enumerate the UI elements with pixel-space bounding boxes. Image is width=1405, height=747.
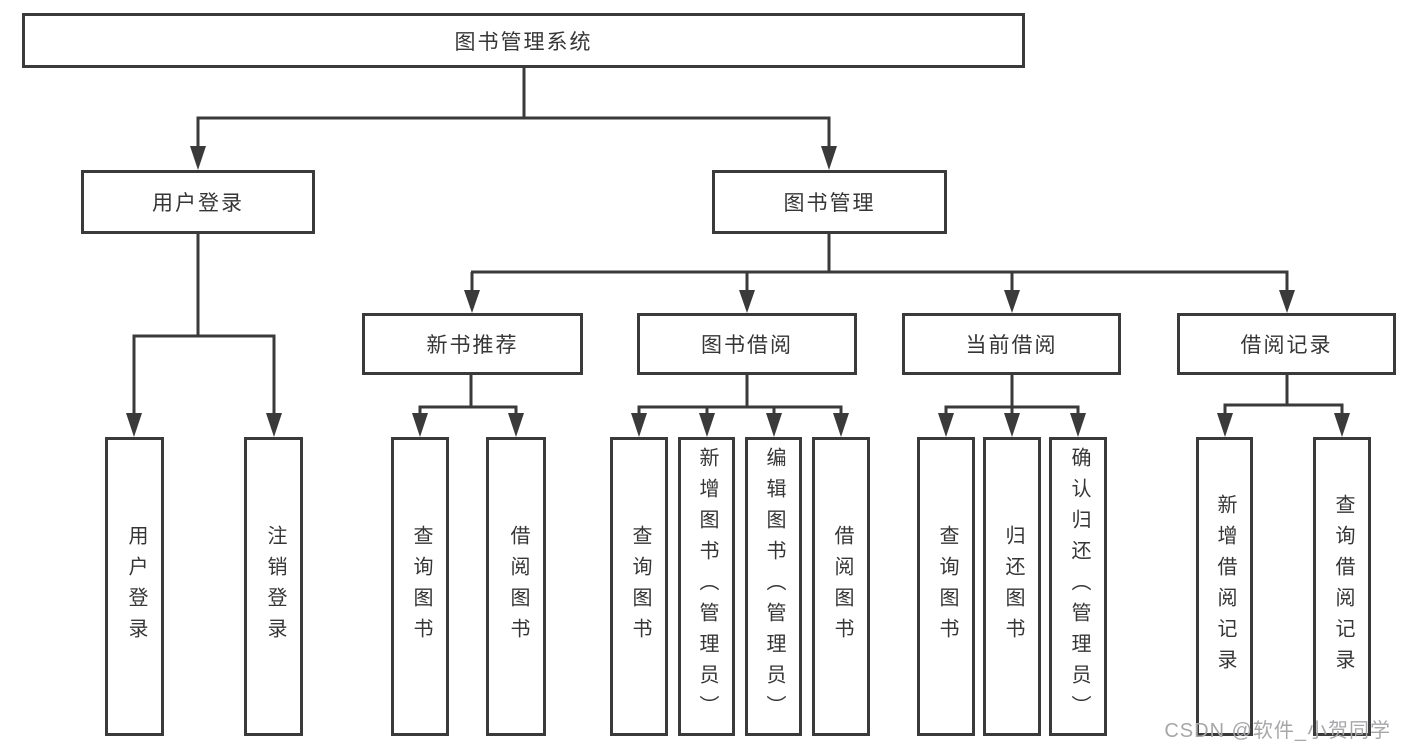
leaf-return-book: 归还图书 [983,437,1041,736]
leaf-edit-book-admin: 编辑图书（管理员） [745,437,802,736]
leaf-query-books-borrow: 查询图书 [610,437,668,736]
node-new-book-recommend: 新书推荐 [362,313,583,375]
leaf-query-borrow-record: 查询借阅记录 [1313,437,1371,736]
leaf-borrow-books-recommend: 借阅图书 [486,437,546,736]
node-book-borrow: 图书借阅 [637,313,857,375]
leaf-query-books-recommend: 查询图书 [391,437,449,736]
node-library-system: 图书管理系统 [22,13,1025,68]
leaf-confirm-return-admin: 确认归还（管理员） [1049,437,1107,736]
node-borrow-records: 借阅记录 [1177,313,1396,375]
node-current-borrow: 当前借阅 [902,313,1121,375]
node-book-management: 图书管理 [712,170,947,234]
node-user-login: 用户登录 [81,170,315,234]
leaf-borrow-books: 借阅图书 [812,437,870,736]
watermark: CSDN @软件_小贺同学 [1164,720,1391,742]
leaf-query-books-current: 查询图书 [917,437,975,736]
leaf-add-book-admin: 新增图书（管理员） [678,437,735,736]
leaf-logout: 注销登录 [244,437,303,736]
leaf-user-login: 用户登录 [105,437,164,736]
leaf-add-borrow-record: 新增借阅记录 [1196,437,1253,736]
